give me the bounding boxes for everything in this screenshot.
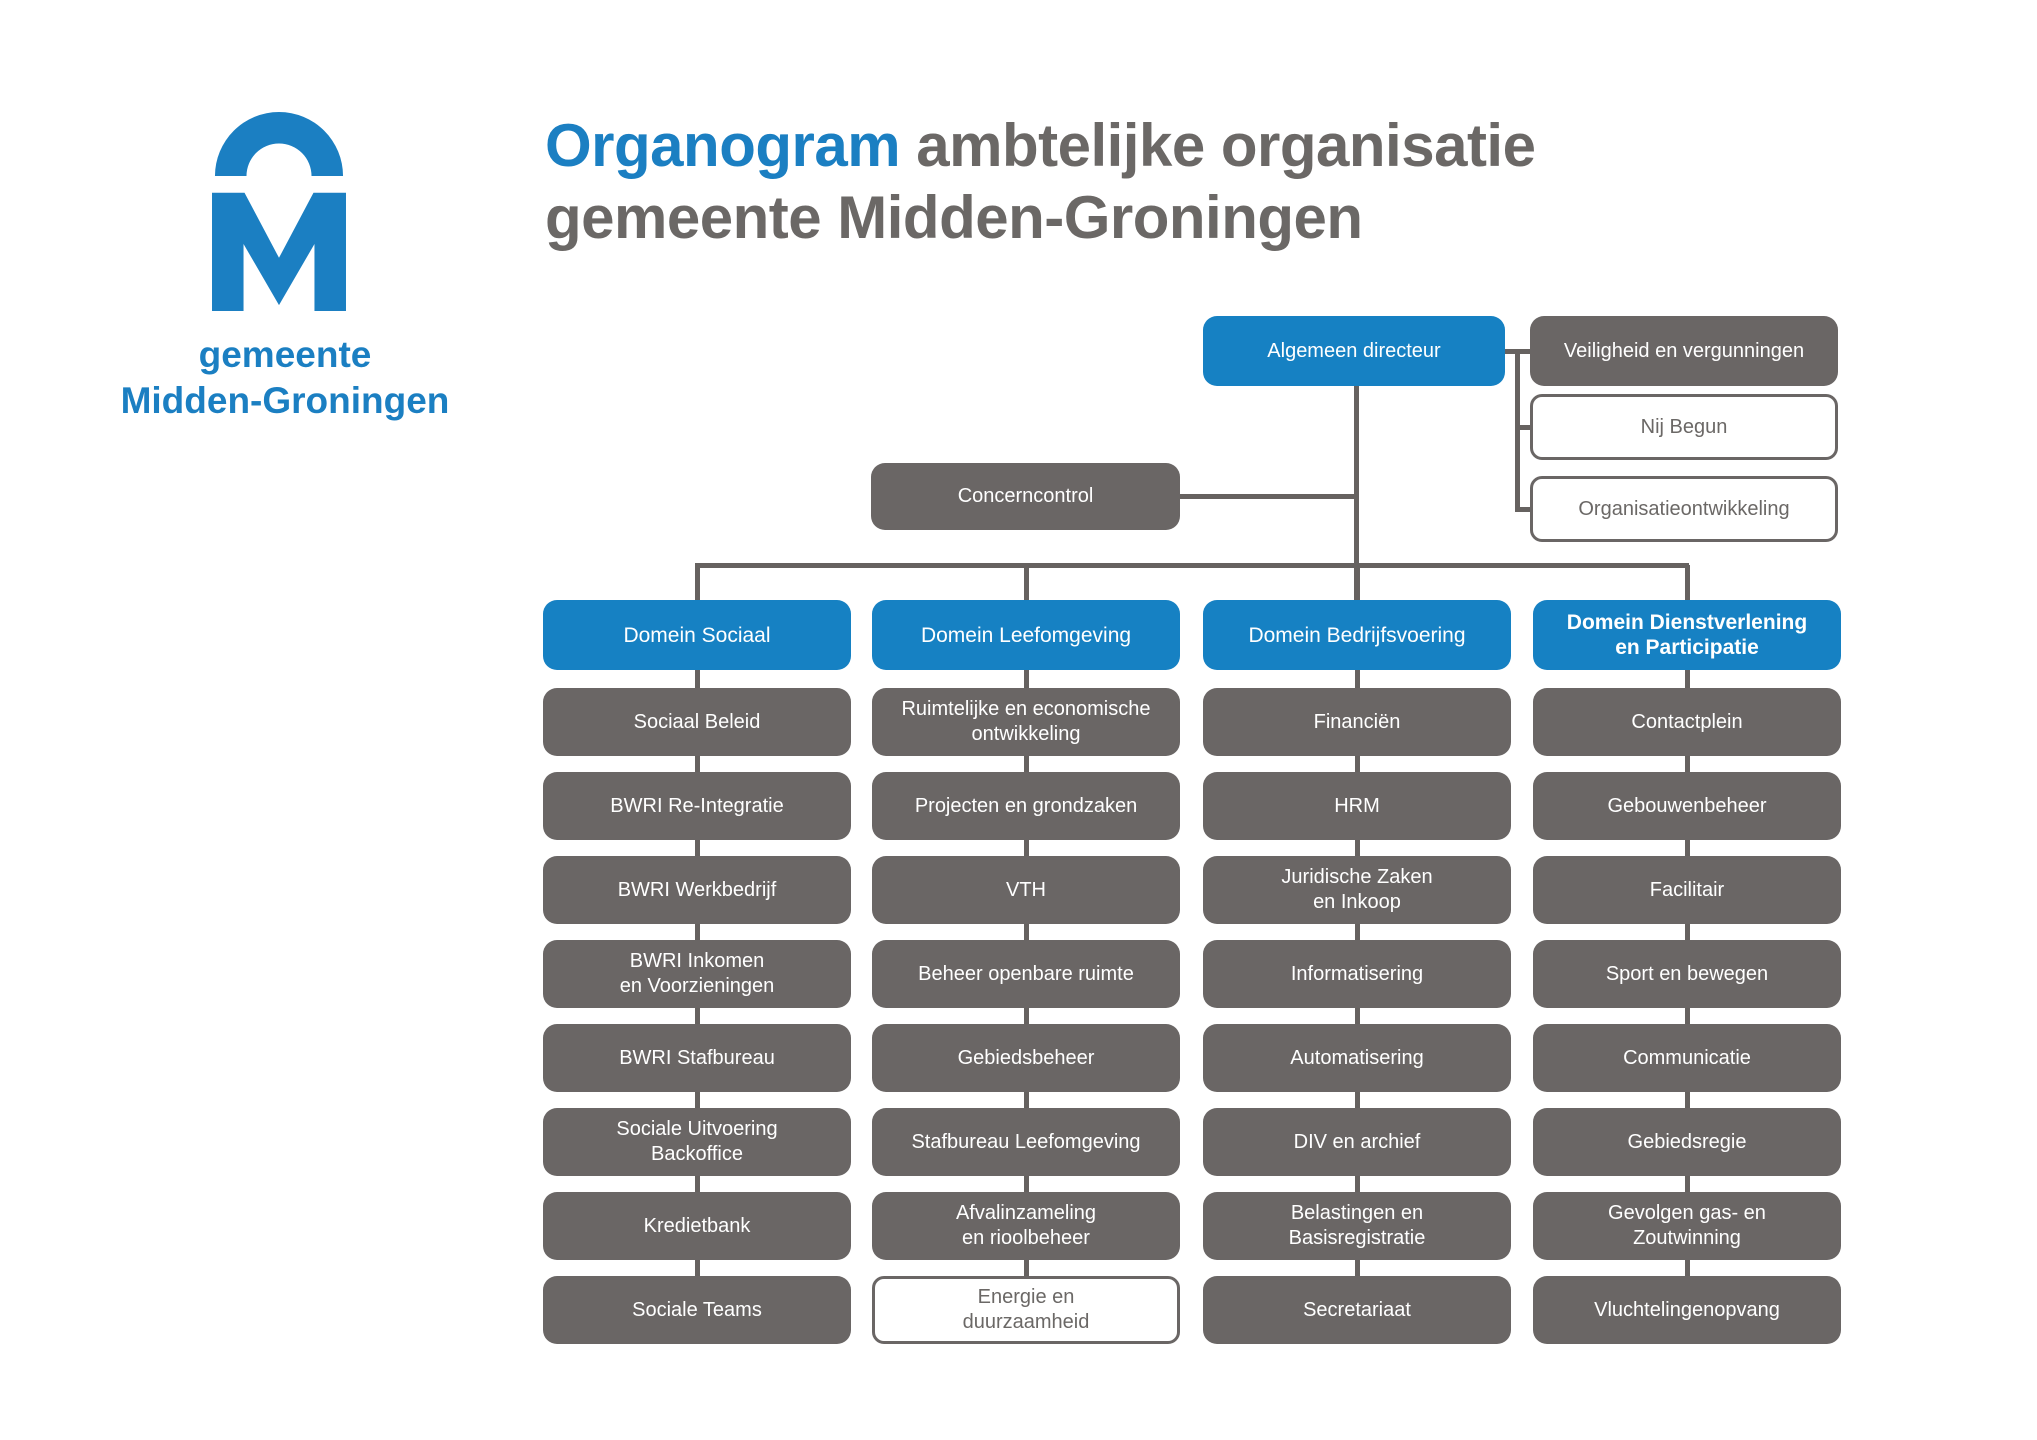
connector [1023, 1176, 1029, 1192]
org-box: BWRI Stafbureau [543, 1024, 851, 1092]
title-line2: gemeente Midden-Groningen [545, 184, 1363, 251]
org-box-nij-begun: Nij Begun [1530, 394, 1838, 460]
org-box: Sociaal Beleid [543, 688, 851, 756]
org-box: BWRI Inkomen en Voorzieningen [543, 940, 851, 1008]
org-box-veiligheid-en-vergunningen: Veiligheid en vergunningen [1530, 316, 1838, 386]
connector [1354, 840, 1360, 856]
connector [1023, 756, 1029, 772]
domain-header: Domein Sociaal [543, 600, 851, 670]
connector [694, 670, 700, 688]
connector [694, 924, 700, 940]
org-box: Ruimtelijke en economische ontwikkeling [872, 688, 1180, 756]
org-box: DIV en archief [1203, 1108, 1511, 1176]
org-box-organisatieontwikkeling: Organisatieontwikkeling [1530, 476, 1838, 542]
connector [1684, 565, 1690, 600]
org-box: Informatisering [1203, 940, 1511, 1008]
org-box: Sociale Uitvoering Backoffice [543, 1108, 851, 1176]
org-box: Vluchtelingenopvang [1533, 1276, 1841, 1344]
org-box: Juridische Zaken en Inkoop [1203, 856, 1511, 924]
org-box: Belastingen en Basisregistratie [1203, 1192, 1511, 1260]
connector [1023, 1092, 1029, 1108]
connector [1354, 670, 1360, 688]
domain-header: Domein Dienstverlening en Participatie [1533, 600, 1841, 670]
connector [1023, 840, 1029, 856]
connector [694, 565, 700, 600]
connector [694, 1092, 700, 1108]
org-box: Sociale Teams [543, 1276, 851, 1344]
org-box: Gevolgen gas- en Zoutwinning [1533, 1192, 1841, 1260]
connector [1684, 1260, 1690, 1276]
connector-main-horizontal [695, 563, 1689, 568]
connector [1354, 1260, 1360, 1276]
org-box: Afvalinzameling en rioolbeheer [872, 1192, 1180, 1260]
domain-header: Domein Bedrijfsvoering [1203, 600, 1511, 670]
org-box-concerncontrol: Concerncontrol [871, 463, 1180, 530]
connector [1684, 1176, 1690, 1192]
connector-stub-organisatieontwikkeling [1515, 507, 1530, 512]
org-box: Sport en bewegen [1533, 940, 1841, 1008]
connector [1354, 1092, 1360, 1108]
org-box: BWRI Re-Integratie [543, 772, 851, 840]
connector [1023, 1260, 1029, 1276]
connector [1354, 1008, 1360, 1024]
connector [1684, 670, 1690, 688]
title-highlight: Organogram [545, 112, 901, 179]
org-box: Secretariaat [1203, 1276, 1511, 1344]
org-box: Projecten en grondzaken [872, 772, 1180, 840]
connector [1023, 670, 1029, 688]
logo-wordmark: gemeente Midden-Groningen [85, 332, 485, 424]
municipality-logo-icon [212, 112, 346, 311]
connector [1023, 1008, 1029, 1024]
org-box: Automatisering [1203, 1024, 1511, 1092]
org-box: Gebiedsregie [1533, 1108, 1841, 1176]
org-box: Communicatie [1533, 1024, 1841, 1092]
connector-bracket-vertical [1515, 349, 1520, 512]
connector [1684, 840, 1690, 856]
connector [694, 1008, 700, 1024]
org-box: HRM [1203, 772, 1511, 840]
connector [1354, 756, 1360, 772]
org-box: BWRI Werkbedrijf [543, 856, 851, 924]
connector [1684, 1092, 1690, 1108]
title-rest: ambtelijke organisatie [916, 112, 1536, 179]
connector [694, 756, 700, 772]
org-box: VTH [872, 856, 1180, 924]
org-box-algemeen-directeur: Algemeen directeur [1203, 316, 1505, 386]
org-box: Energie en duurzaamheid [872, 1276, 1180, 1344]
connector [694, 840, 700, 856]
org-box: Financiën [1203, 688, 1511, 756]
domain-header: Domein Leefomgeving [872, 600, 1180, 670]
connector [1684, 1008, 1690, 1024]
org-box: Kredietbank [543, 1192, 851, 1260]
org-box: Stafbureau Leefomgeving [872, 1108, 1180, 1176]
logo-line1: gemeente [198, 334, 372, 375]
connector [1354, 565, 1360, 600]
page-title: Organogram ambtelijke organisatie gemeen… [545, 110, 1536, 254]
connector [1354, 1176, 1360, 1192]
connector [1354, 924, 1360, 940]
connector [1684, 924, 1690, 940]
connector [694, 1176, 700, 1192]
org-box: Gebiedsbeheer [872, 1024, 1180, 1092]
connector-stub-nij-begun [1515, 425, 1530, 430]
connector [694, 1260, 700, 1276]
org-box: Facilitair [1533, 856, 1841, 924]
connector [1023, 924, 1029, 940]
org-box: Gebouwenbeheer [1533, 772, 1841, 840]
connector [1023, 565, 1029, 600]
connector [1684, 756, 1690, 772]
connector-concerncontrol [1180, 494, 1358, 499]
org-box: Contactplein [1533, 688, 1841, 756]
logo-line2: Midden-Groningen [120, 380, 450, 421]
org-box: Beheer openbare ruimte [872, 940, 1180, 1008]
